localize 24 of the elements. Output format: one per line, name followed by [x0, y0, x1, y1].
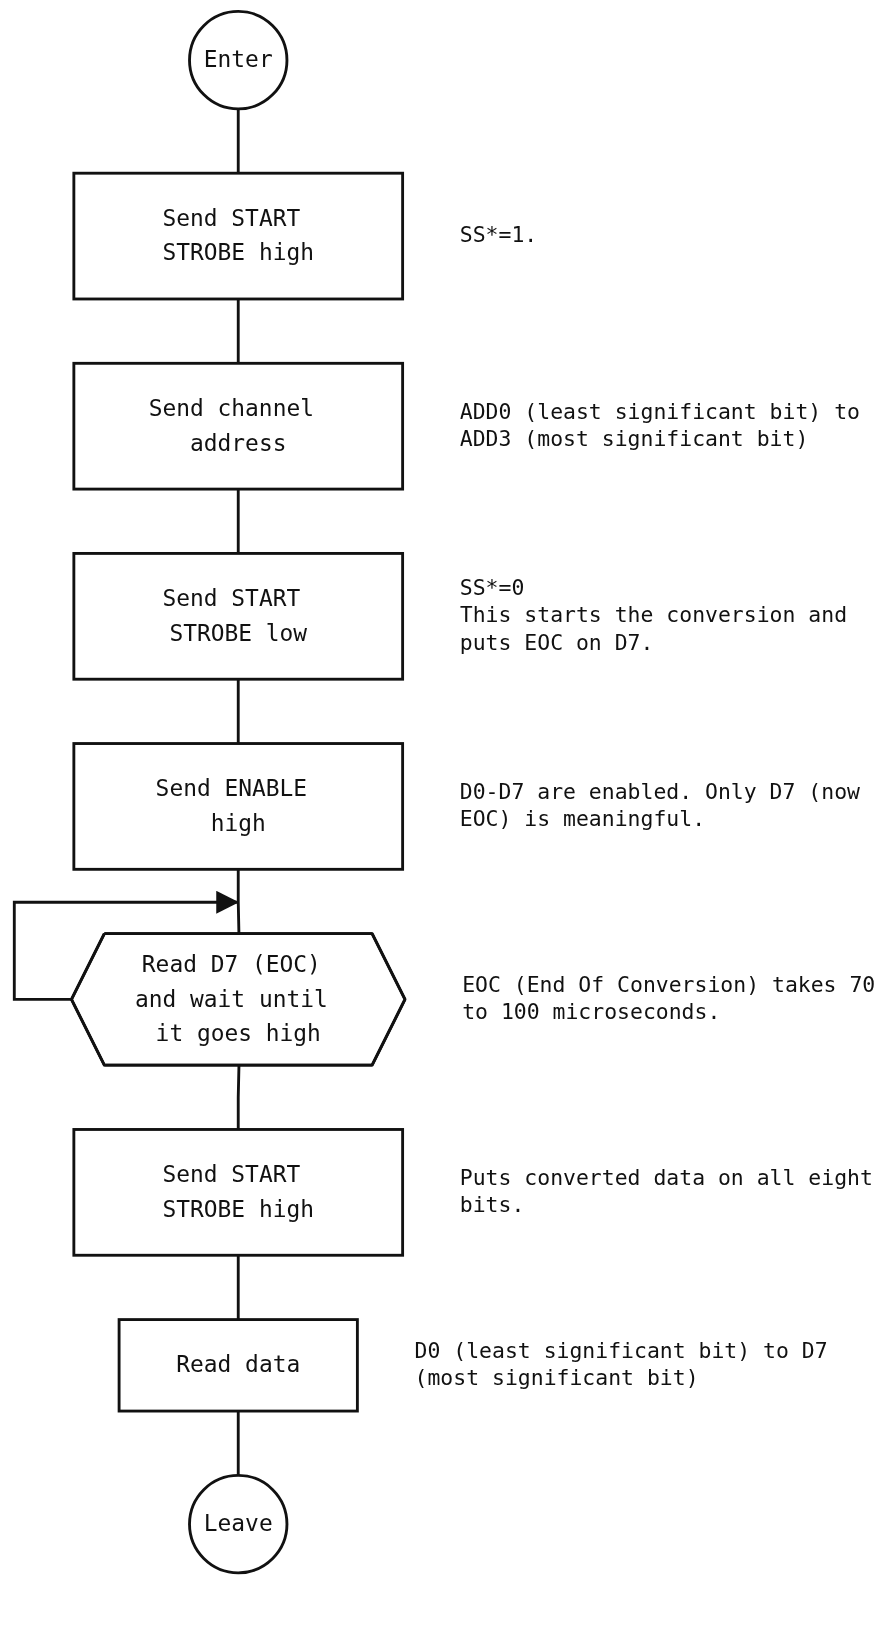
node-box: Send ENABLE high	[72, 742, 405, 871]
connector	[236, 489, 240, 554]
node-box: Send START STROBE high	[72, 1128, 405, 1257]
note-text: This starts the conversion and puts EOC on D7.	[459, 602, 849, 658]
note-text: ADD0 (least significant bit) to ADD3 (most significant bit)	[459, 398, 861, 454]
note-text: EOC (End Of Conversion) takes 70 to 100 microseconds.	[462, 971, 877, 1028]
note-text: D0 (least significant bit) to D7 (most significant bit)	[414, 1337, 829, 1394]
note-text: D0-D7 are enabled. Only D7 (now EOC) is meaningful.	[459, 778, 861, 835]
note-text: SS*=0	[459, 574, 526, 603]
node-box: Send START STROBE high	[72, 171, 405, 301]
node-box: Read data	[117, 1318, 359, 1413]
node-circle: Enter	[188, 10, 289, 111]
note-text: SS*=1.	[459, 222, 539, 250]
connector	[236, 108, 240, 174]
node-box: Send START STROBE low	[72, 552, 405, 681]
note-text: Puts converted data on all eight bits.	[459, 1164, 874, 1221]
connector	[236, 299, 240, 364]
node-circle: Leave	[188, 1473, 289, 1575]
connector	[236, 1065, 241, 1130]
node-box: Send channel address	[72, 361, 405, 491]
connector	[236, 679, 240, 744]
arrow	[12, 890, 240, 1001]
connector	[236, 1255, 240, 1320]
connector	[236, 1411, 240, 1476]
